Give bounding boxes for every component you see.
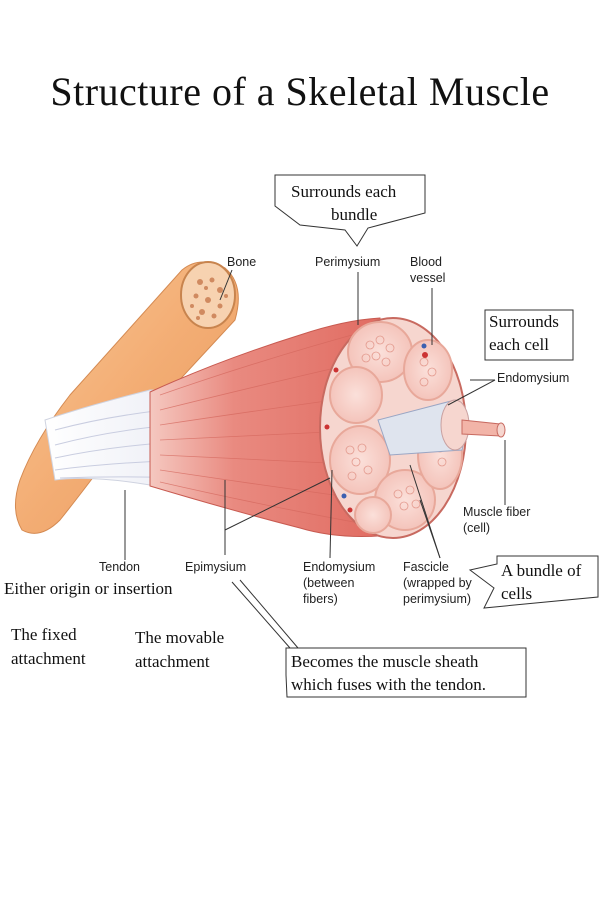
note-fixed-line2: attachment: [11, 649, 86, 668]
label-tendon: Tendon: [99, 560, 141, 574]
label-blood-vessel-line1: Blood: [410, 255, 442, 269]
cross-section: [319, 317, 506, 539]
diagram-title: Structure of a Skeletal Muscle: [50, 69, 550, 114]
callout-bundle-of-cells-line1: A bundle of: [501, 561, 582, 580]
label-fascicle-line1: Fascicle: [403, 560, 449, 574]
label-epimysium: Epimysium: [185, 560, 247, 574]
note-movable-line2: attachment: [135, 652, 210, 671]
label-muscle-fiber-line2: (cell): [463, 521, 491, 535]
callout-sheath-line2: which fuses with the tendon.: [291, 675, 486, 694]
label-muscle-fiber-line1: Muscle fiber: [463, 505, 531, 519]
callout-boxes: [274, 174, 599, 698]
callout-surrounds-cell-line1: Surrounds: [489, 312, 559, 331]
label-endomysium-bottom-line2: (between: [303, 576, 355, 590]
label-blood-vessel-line2: vessel: [410, 271, 446, 285]
note-origin-insertion: Either origin or insertion: [4, 579, 173, 598]
label-endomysium-bottom-line1: Endomysium: [303, 560, 376, 574]
label-bone: Bone: [227, 255, 257, 269]
callout-sheath-line1: Becomes the muscle sheath: [291, 652, 479, 671]
label-fascicle-line3: perimysium): [403, 592, 472, 606]
callout-surrounds-cell-line2: each cell: [489, 335, 549, 354]
label-endomysium-right: Endomysium: [497, 371, 570, 385]
callout-surrounds-bundle-line1: Surrounds each: [291, 182, 397, 201]
callout-surrounds-bundle-line2: bundle: [331, 205, 378, 224]
leader-lines: [124, 269, 506, 649]
note-fixed-line1: The fixed: [11, 625, 77, 644]
label-endomysium-bottom-line3: fibers): [303, 592, 338, 606]
note-movable-line1: The movable: [135, 628, 225, 647]
callout-bundle-of-cells-line2: cells: [501, 584, 533, 603]
label-fascicle-line2: (wrapped by: [403, 576, 472, 590]
label-perimysium: Perimysium: [315, 255, 381, 269]
